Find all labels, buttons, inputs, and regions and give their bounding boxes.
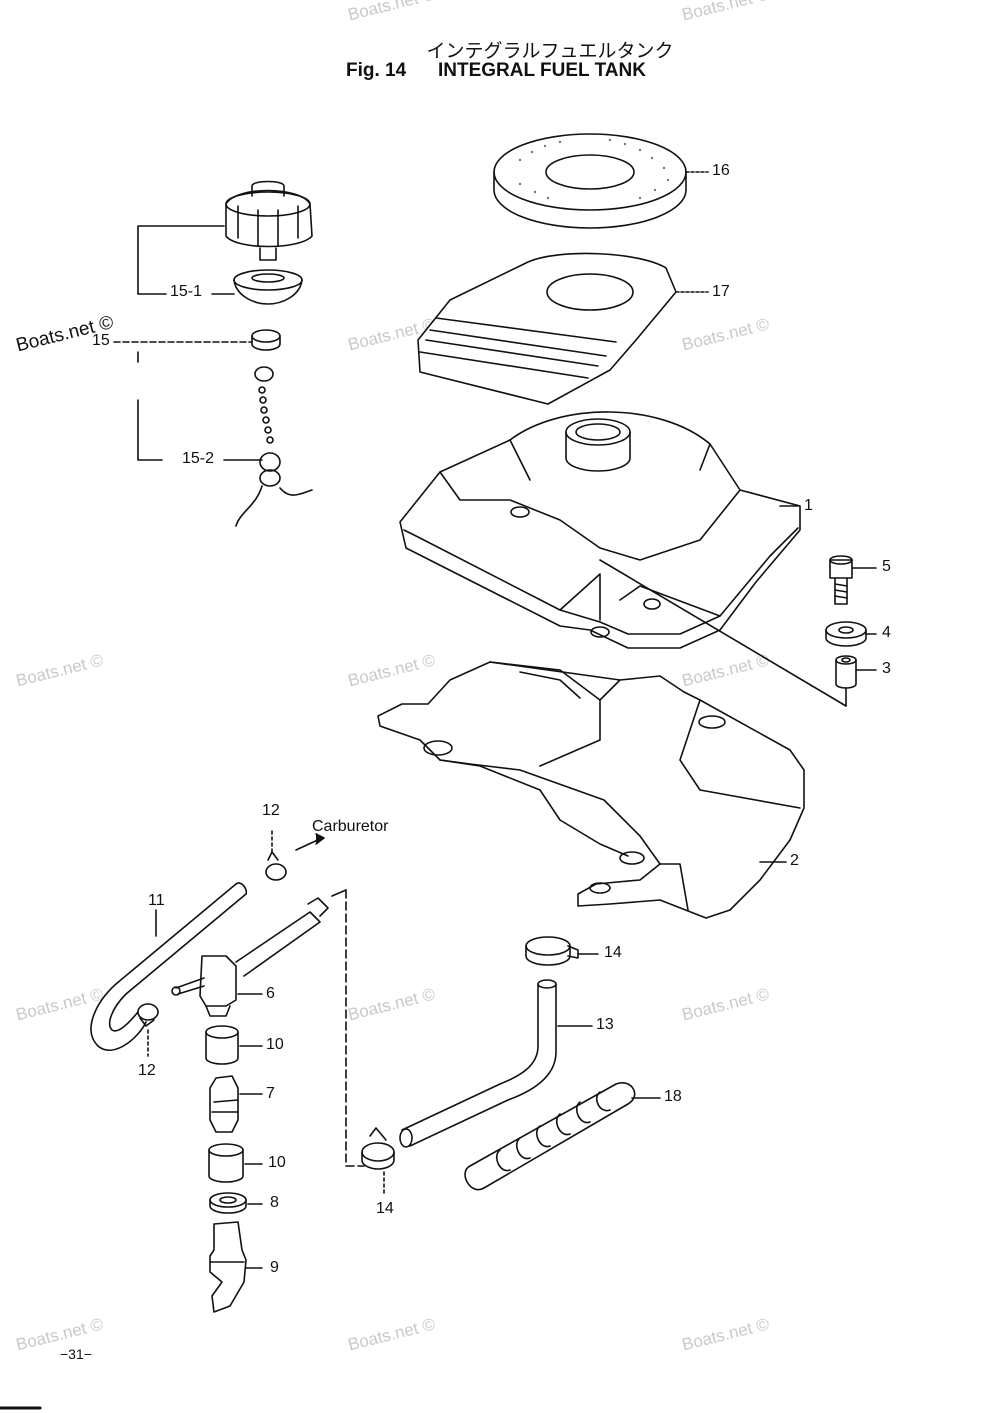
callout-label: 2 [790,852,799,869]
fuel-hose-part-13 [399,979,557,1148]
figure-title: INTEGRAL FUEL TANK [438,60,646,81]
collar-part-3 [835,655,857,689]
callout-label: 14 [604,944,622,961]
carburetor-label: Carburetor [312,818,389,835]
callout-label: 4 [882,624,891,641]
callout-label: 18 [664,1088,682,1105]
page-number: −31− [60,1346,92,1362]
callout-label: 1 [804,497,813,514]
rubber-cushion-part-10 [205,1025,239,1065]
callout-label: 9 [270,1259,279,1276]
bracket-line [137,225,225,295]
tank-cover-part-1 [399,411,801,649]
hose-protector-part-18 [464,1082,636,1191]
washer-part-4 [825,621,867,647]
callout-label: 15 [92,332,110,349]
hose-clamp-part-14 [525,936,579,966]
callout-label: 16 [712,162,730,179]
foam-ring-part-16 [493,133,687,229]
hose-clamp-part-12 [265,851,287,881]
joint-part-7 [209,1075,239,1133]
washer-part-8 [209,1192,247,1214]
fuel-tank-part-2 [377,661,805,919]
callout-label: 11 [148,892,165,909]
callout-label: 7 [266,1085,275,1102]
cap-gasket-part-15-1 [233,269,303,305]
filler-cap [225,180,313,261]
callout-label: 12 [262,802,280,819]
bolt-part-5 [829,555,853,605]
clip-part-15 [251,329,281,351]
callout-label: 14 [376,1200,394,1217]
callout-label: 5 [882,558,891,575]
callout-label: 13 [596,1016,614,1033]
rubber-cushion-part-10 [208,1143,244,1183]
callout-label: 10 [266,1036,284,1053]
callout-label: 12 [138,1062,156,1079]
figure-number: Fig. 14 [346,60,407,81]
callout-label: 10 [268,1154,286,1171]
chain-part-15-2 [235,366,313,527]
hose-clamp-part-14 [361,1127,395,1170]
hose-clamp-part-12 [137,1003,159,1027]
fuel-cock-lever-part-9 [209,1221,247,1313]
callout-label: 15-1 [170,283,203,300]
callout-label: 6 [266,985,275,1002]
callout-label: 8 [270,1194,279,1211]
callout-label: 17 [712,283,730,300]
fuel-hose-part-11 [90,882,248,1052]
alignment-line [599,559,847,707]
fuel-cock-part-6 [171,897,329,1017]
title-japanese: インテグラルフュエルタンク [426,40,674,62]
bracket-line [137,351,163,461]
callout-label: 15-2 [182,450,215,467]
guide-line [331,889,347,897]
callout-label: 3 [882,660,891,677]
seal-sheet-part-17 [417,252,677,405]
guide-line [345,889,365,1167]
